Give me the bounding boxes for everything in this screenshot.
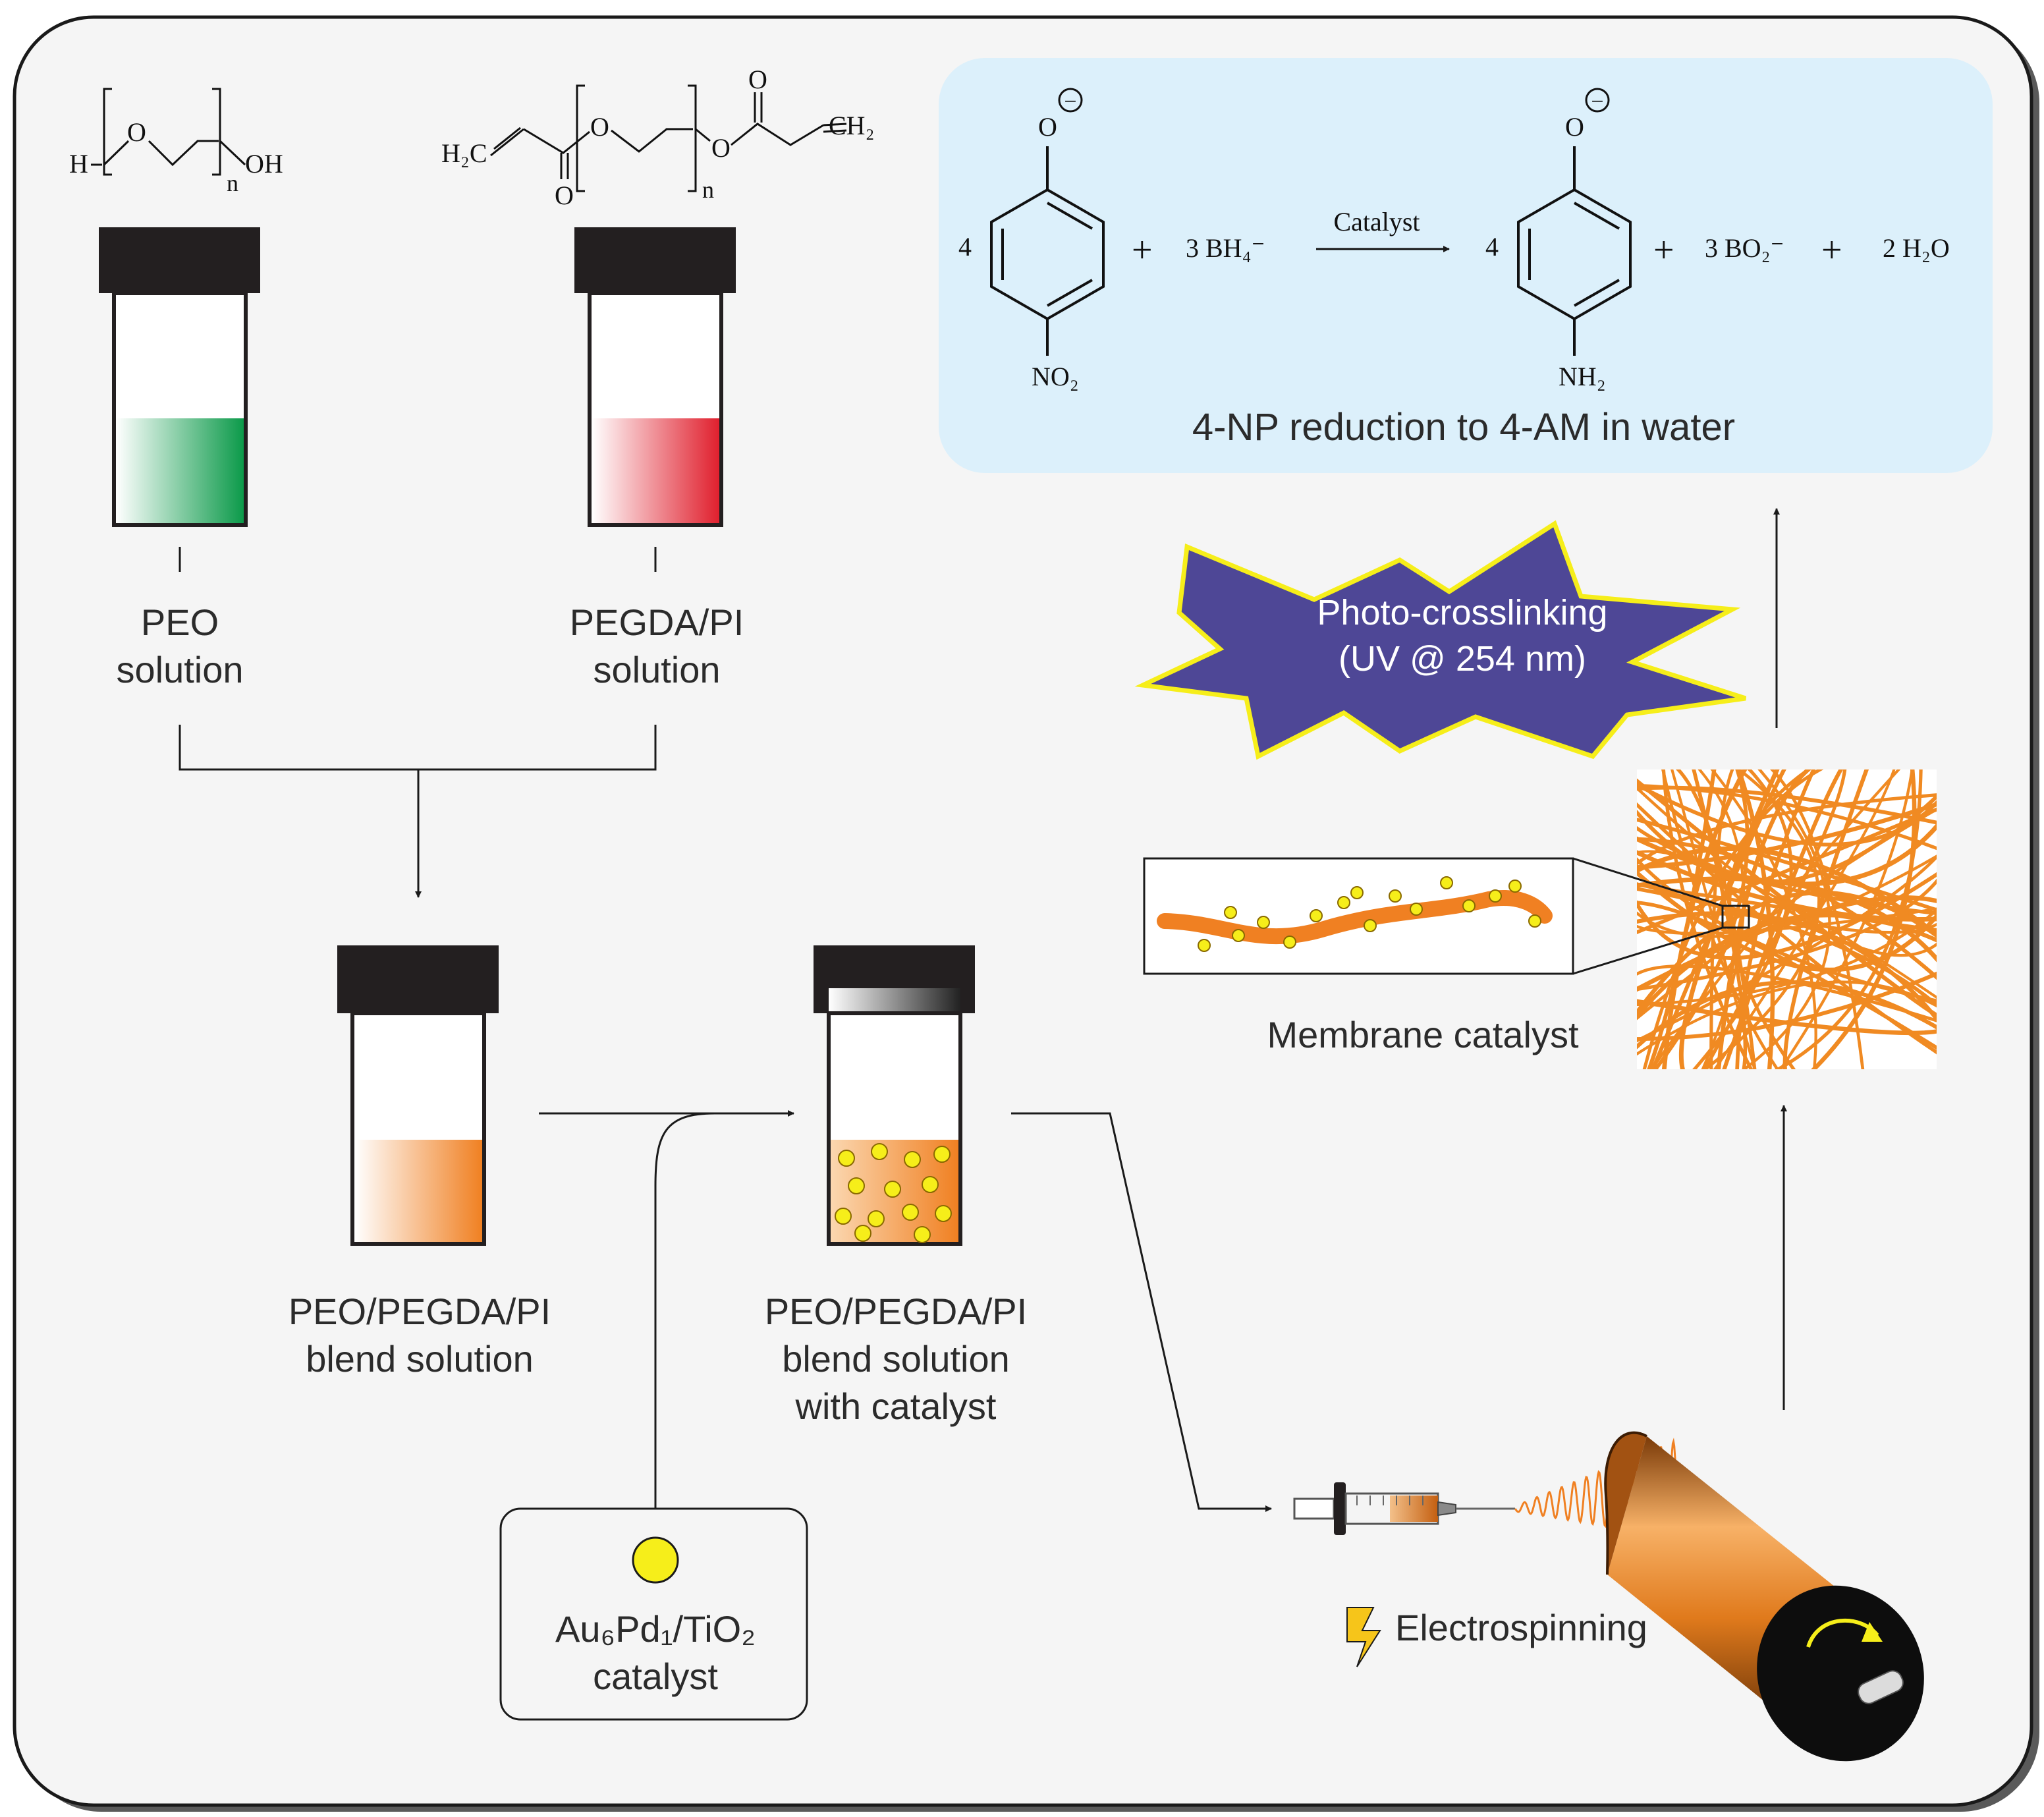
drum-collector (1604, 1431, 1924, 1762)
peo-structure: H O n OH (69, 88, 283, 196)
am-group: NH₂ (1559, 362, 1606, 391)
fiber-catalyst-particles (1198, 876, 1541, 952)
catalyst-box (499, 1507, 808, 1721)
aminophenolate-molecule: 4 O − NH₂ (1485, 88, 1632, 391)
pegda-o4-label: O (748, 65, 767, 94)
water: 2 H₂O (1883, 233, 1950, 263)
peo-label-line1: PEO (141, 601, 219, 643)
catalyst-label: catalyst (593, 1656, 718, 1697)
peo-label-line2: solution (116, 649, 243, 690)
np-oxygen: O (1038, 112, 1057, 142)
nitrophenolate-molecule: 4 O − NO₂ (958, 88, 1105, 391)
reaction-plus-3: + (1821, 230, 1842, 271)
pegda-ch2-label: CH₂ (829, 111, 875, 140)
pegda-vial (574, 227, 736, 527)
blend-catalyst-vial (814, 945, 975, 1246)
reaction-plus-1: + (1132, 230, 1153, 271)
peo-n-label: n (227, 170, 238, 196)
reaction-caption: 4-NP reduction to 4-AM in water (1192, 406, 1735, 449)
peo-o-label: O (127, 117, 146, 147)
uv-burst (1134, 520, 1747, 760)
pegda-o3-label: O (711, 133, 731, 163)
borohydride: 3 BH₄⁻ (1186, 233, 1265, 263)
uv-label-line2: (UV @ 254 nm) (1339, 639, 1586, 679)
zoom-lines (1572, 857, 1723, 975)
pegda-label-line1: PEGDA/PI (570, 601, 744, 643)
blend-catalyst-label-line3: with catalyst (795, 1385, 997, 1427)
pegda-o1-label: O (555, 181, 574, 210)
catalyst-feed-line (654, 1112, 715, 1509)
membrane-mesh (1637, 769, 1937, 1069)
pegda-o2-label: O (590, 112, 609, 142)
blend-vial (337, 945, 499, 1246)
vial-catalyst-particles (835, 1143, 952, 1243)
syringe (1293, 1482, 1515, 1535)
blend-label-line1: PEO/PEGDA/PI (289, 1291, 551, 1332)
uv-label-line1: Photo-crosslinking (1317, 593, 1607, 632)
am-oxygen: O (1565, 112, 1584, 142)
membrane-label: Membrane catalyst (1267, 1014, 1579, 1055)
catalyst-formula: Au₆Pd₁/TiO₂ (555, 1608, 756, 1650)
am-charge: − (1591, 90, 1603, 114)
np-coefficient: 4 (958, 232, 972, 262)
np-charge: − (1064, 90, 1076, 114)
to-electrospinning-arrow (1011, 1112, 1272, 1512)
peo-oh-label: OH (245, 149, 283, 179)
blend-catalyst-label-line1: PEO/PEGDA/PI (765, 1291, 1027, 1332)
peo-h-label: H (69, 149, 88, 179)
am-coefficient: 4 (1485, 232, 1499, 262)
pegda-n-label: n (702, 177, 714, 203)
pegda-h2c-label: H₂C (441, 138, 487, 168)
metaborate: 3 BO₂⁻ (1705, 233, 1784, 263)
single-fiber (1157, 890, 1553, 945)
lightning-icon (1346, 1607, 1381, 1667)
electrospinning-label: Electrospinning (1395, 1607, 1647, 1648)
catalyst-particle (632, 1536, 679, 1584)
reaction-arrow-label: Catalyst (1333, 207, 1420, 237)
pegda-structure: H₂C O O n O O CH₂ (441, 65, 875, 210)
pegda-label-line2: solution (593, 649, 720, 690)
blend-label-line2: blend solution (306, 1338, 534, 1380)
peo-vial (99, 227, 260, 527)
blend-catalyst-label-line2: blend solution (782, 1338, 1010, 1380)
np-group: NO₂ (1032, 362, 1079, 391)
reaction-plus-2: + (1653, 230, 1674, 271)
reaction-panel (939, 58, 1993, 473)
